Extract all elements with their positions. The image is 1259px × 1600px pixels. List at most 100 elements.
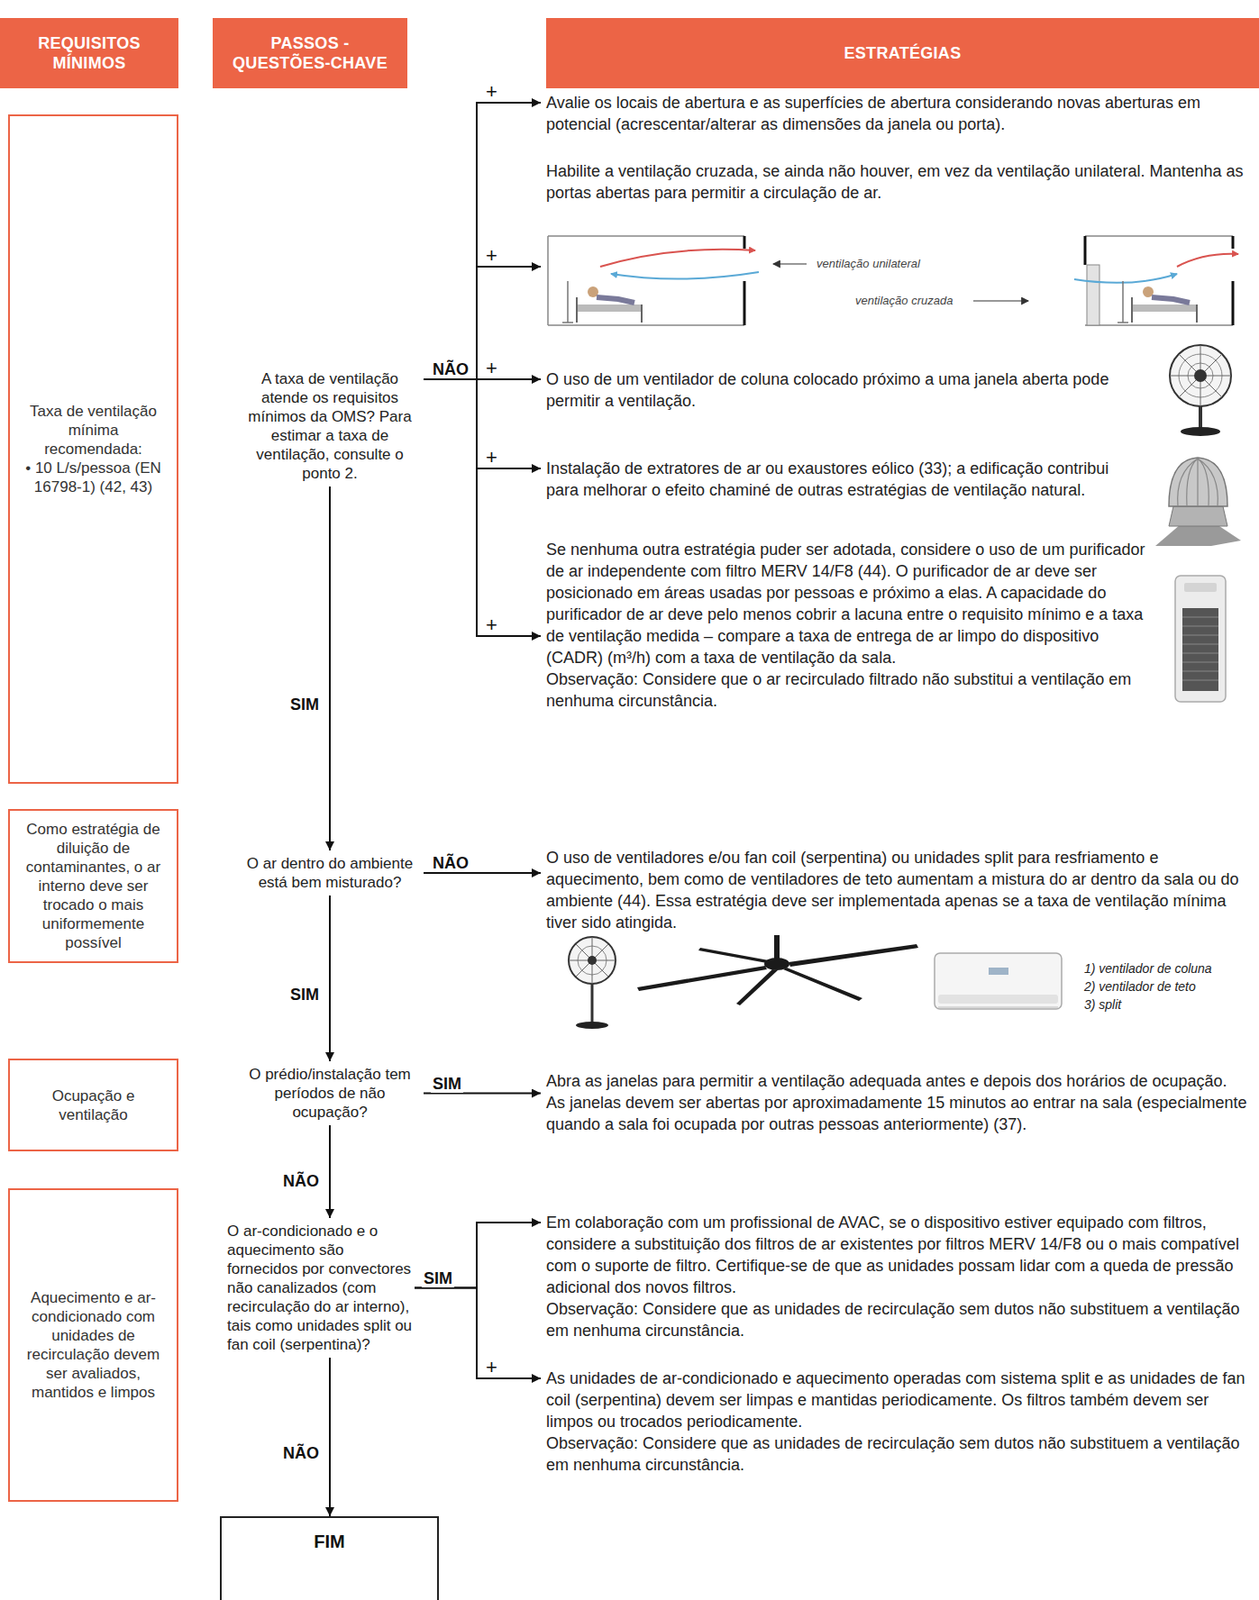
strategy-text: Se nenhuma outra estratégia puder ser ad…: [546, 538, 1150, 669]
branch-label: NÃO: [430, 360, 471, 379]
room-cross: [1074, 236, 1239, 326]
split-unit-icon: [934, 953, 1062, 1010]
option-marker: +: [483, 1358, 500, 1378]
header-text: REQUISITOS MÍNIMOS: [7, 33, 172, 73]
strategy-text: As unidades de ar-condicionado e aquecim…: [546, 1368, 1249, 1433]
flow-connector: [414, 1288, 541, 1380]
branch-label: SIM: [430, 1075, 464, 1094]
illustration-caption: 1) ventilador de coluna: [1082, 961, 1214, 977]
mixing-devices-illustration: [565, 935, 1070, 1035]
wind-turbine-vent-icon: [1155, 524, 1241, 547]
ceiling-fan-icon: [637, 935, 919, 1006]
requirement-text: Aquecimento e ar-condicionado com unidad…: [17, 1288, 170, 1403]
room-unilateral: [562, 281, 574, 323]
strategy-text-block: O uso de um ventilador de coluna colocad…: [540, 368, 1150, 412]
strategy-text-block: Se nenhuma outra estratégia puder ser ad…: [540, 538, 1150, 712]
pedestal-fan-icon: [591, 984, 594, 1024]
pedestal-fan-icon: [1180, 427, 1221, 437]
strategy-text: O uso de ventiladores e/ou fan coil (ser…: [546, 847, 1249, 934]
header-text: PASSOS - QUESTÕES-CHAVE: [219, 33, 401, 73]
illustration-caption: 3) split: [1082, 997, 1123, 1013]
strategy-text: Observação: Considere que as unidades de…: [546, 1298, 1249, 1342]
room-cross: [1131, 304, 1197, 312]
pedestal-fan-icon: [1194, 369, 1207, 383]
strategy-text-block: Em colaboração com um profissional de AV…: [540, 1212, 1249, 1342]
strategy-text-block: As unidades de ar-condicionado e aquecim…: [540, 1368, 1249, 1477]
pedestal-fan-icon: [568, 937, 616, 985]
direction-arrow: [773, 263, 807, 265]
flow-connector: [423, 379, 541, 469]
air-purifier-icon: [1182, 608, 1219, 692]
strategy-text-block: Avalie os locais de abertura e as superf…: [540, 91, 1249, 136]
strategy-text: Instalação de extratores de ar ou exaust…: [546, 457, 1143, 502]
room-unilateral: [611, 272, 759, 280]
end-box: FIM: [219, 1516, 439, 1600]
strategy-text-block: Instalação de extratores de ar ou exaust…: [540, 457, 1143, 502]
illustration-caption: ventilação unilateral: [814, 256, 922, 272]
question-step: O ar-condicionado e o aquecimento são fo…: [227, 1218, 415, 1359]
flow-connector: [423, 379, 541, 637]
strategy-text: Observação: Considere que o ar recircula…: [546, 668, 1150, 712]
option-marker: +: [483, 82, 500, 102]
option-marker: +: [483, 246, 500, 266]
pedestal-fan-icon: [1169, 345, 1232, 407]
pedestal-fan-icon: [1169, 345, 1232, 407]
strategy-text: Habilite a ventilação cruzada, se ainda …: [546, 160, 1249, 204]
strategy-text: Observação: Considere que as unidades de…: [546, 1432, 1249, 1477]
flow-connector: [423, 1093, 541, 1095]
flow-connector: [328, 895, 331, 1062]
strategy-text-block: O uso de ventiladores e/ou fan coil (ser…: [540, 847, 1249, 1035]
strategy-text: Abra as janelas para permitir a ventilaç…: [546, 1070, 1249, 1136]
illustration-caption: ventilação cruzada: [853, 293, 955, 309]
flow-connector: [328, 1358, 331, 1517]
ceiling-fan-icon: [698, 948, 769, 964]
ceiling-fan-icon: [783, 967, 863, 1002]
requirement-box: Taxa de ventilação mínima recomendada:• …: [8, 114, 179, 785]
air-purifier-icon: [1182, 617, 1219, 681]
strategy-text-block: Abra as janelas para permitir a ventilaç…: [540, 1070, 1249, 1136]
pedestal-fan-icon: [1198, 406, 1203, 430]
split-unit-icon: [934, 953, 1062, 1010]
header-band: REQUISITOS MÍNIMOS: [0, 18, 179, 89]
room-unilateral: [600, 249, 756, 267]
flow-connector: [423, 872, 541, 875]
strategy-text: O uso de um ventilador de coluna colocad…: [546, 368, 1150, 412]
room-cross: [1084, 236, 1087, 265]
room-cross: [1085, 236, 1233, 326]
air-purifier-icon: [1184, 583, 1217, 593]
branch-label: SIM: [421, 1269, 455, 1288]
requirement-text: • 10 L/s/pessoa (EN 16798-1) (42, 43): [17, 458, 170, 497]
ceiling-fan-icon: [637, 966, 767, 992]
direction-arrow: [973, 300, 1029, 302]
branch-label: SIM: [288, 695, 321, 714]
question-step: A taxa de ventilação atende os requisito…: [236, 365, 424, 487]
header-band: ESTRATÉGIAS: [546, 18, 1259, 89]
pedestal-fan-icon: [1164, 343, 1237, 438]
ventilation-illustration: [546, 228, 1241, 330]
flow-connector: [423, 266, 541, 380]
room-cross: [1074, 273, 1177, 283]
requirement-box: Aquecimento e ar-condicionado com unidad…: [8, 1188, 179, 1503]
split-unit-icon: [938, 1007, 1059, 1009]
requirement-text: Ocupação e ventilação: [17, 1086, 170, 1125]
wind-turbine-vent-icon: [1177, 458, 1219, 507]
branch-label: SIM: [288, 985, 321, 1004]
pedestal-fan-icon: [587, 956, 597, 966]
strategy-text: Avalie os locais de abertura e as superf…: [546, 91, 1249, 136]
header-text: ESTRATÉGIAS: [844, 43, 962, 64]
branch-label: NÃO: [281, 1444, 321, 1463]
option-marker: +: [483, 615, 500, 636]
room-cross: [1176, 254, 1239, 267]
split-unit-icon: [988, 967, 1009, 976]
requirement-text: Taxa de ventilação mínima recomendada:: [17, 401, 170, 459]
room-unilateral: [547, 236, 759, 326]
wind-turbine-vent-icon: [1155, 450, 1241, 548]
flow-connector: [328, 486, 331, 851]
question-text: O ar-condicionado e o aquecimento são fo…: [227, 1222, 415, 1355]
header-band: PASSOS - QUESTÕES-CHAVE: [212, 18, 408, 89]
flow-connector: [328, 1125, 331, 1219]
room-cross: [1151, 297, 1190, 303]
